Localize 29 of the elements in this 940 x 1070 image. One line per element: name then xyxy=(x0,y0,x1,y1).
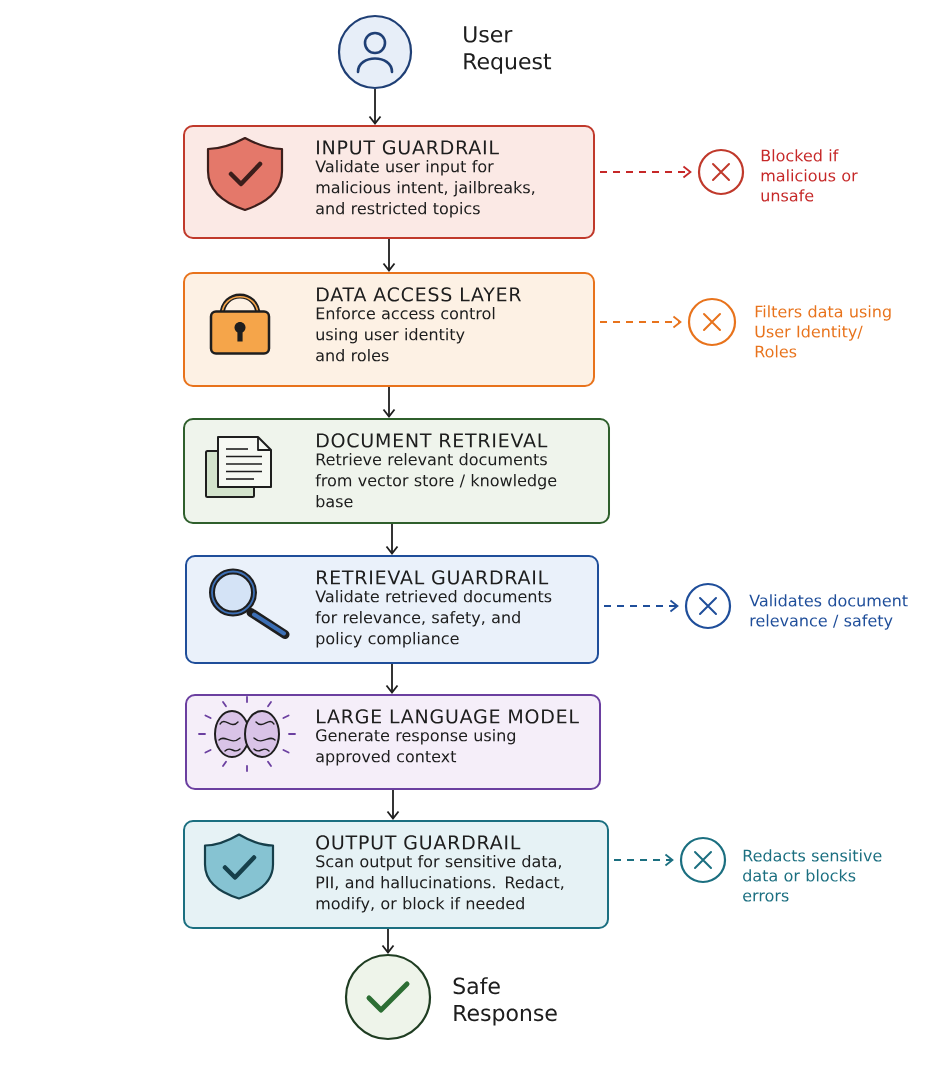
node-label: User Request xyxy=(464,26,552,74)
arrow xyxy=(382,386,396,418)
heading: INPUT GUARDRAIL xyxy=(317,140,499,155)
description: Enforce access control using user identity and roles xyxy=(316,307,495,362)
heading: DOCUMENT RETRIEVAL xyxy=(317,433,548,448)
description: Generate response using approved context xyxy=(316,729,516,766)
arrow xyxy=(368,88,382,125)
heading: OUTPUT GUARDRAIL xyxy=(316,835,521,850)
dashed-arrow xyxy=(599,315,682,329)
description: Retrieve relevant documents from vector store / knowledge base xyxy=(315,453,557,508)
heading: RETRIEVAL GUARDRAIL xyxy=(317,570,549,585)
description: Validate user input for malicious intent, jailbreaks, and restricted topics xyxy=(315,159,535,218)
node-label: Filters data using User Identity/ Roles xyxy=(755,305,891,358)
arrow xyxy=(381,928,395,954)
heading: DATA ACCESS LAYER xyxy=(317,287,521,302)
node-label: Validates document relevance / safety xyxy=(749,594,908,630)
arrow xyxy=(385,523,399,555)
node-label: Redacts sensitive data or blocks errors xyxy=(743,849,882,902)
heading: LARGE LANGUAGE MODEL xyxy=(317,709,579,724)
dashed-arrow xyxy=(613,853,674,867)
dashed-arrow xyxy=(599,165,692,179)
arrow xyxy=(382,238,396,272)
description: Validate retrieved documents for relevance, safety, and policy compliance xyxy=(315,590,552,648)
arrow xyxy=(385,663,399,694)
description: Scan output for sensitive data, PII, and hallucinations. Redact, modify, or block if needed xyxy=(316,855,564,913)
arrow xyxy=(386,789,400,820)
node-label: Blocked if malicious or unsafe xyxy=(761,149,858,202)
dashed-arrow xyxy=(603,599,679,613)
node-label: Safe Response xyxy=(453,977,557,1026)
